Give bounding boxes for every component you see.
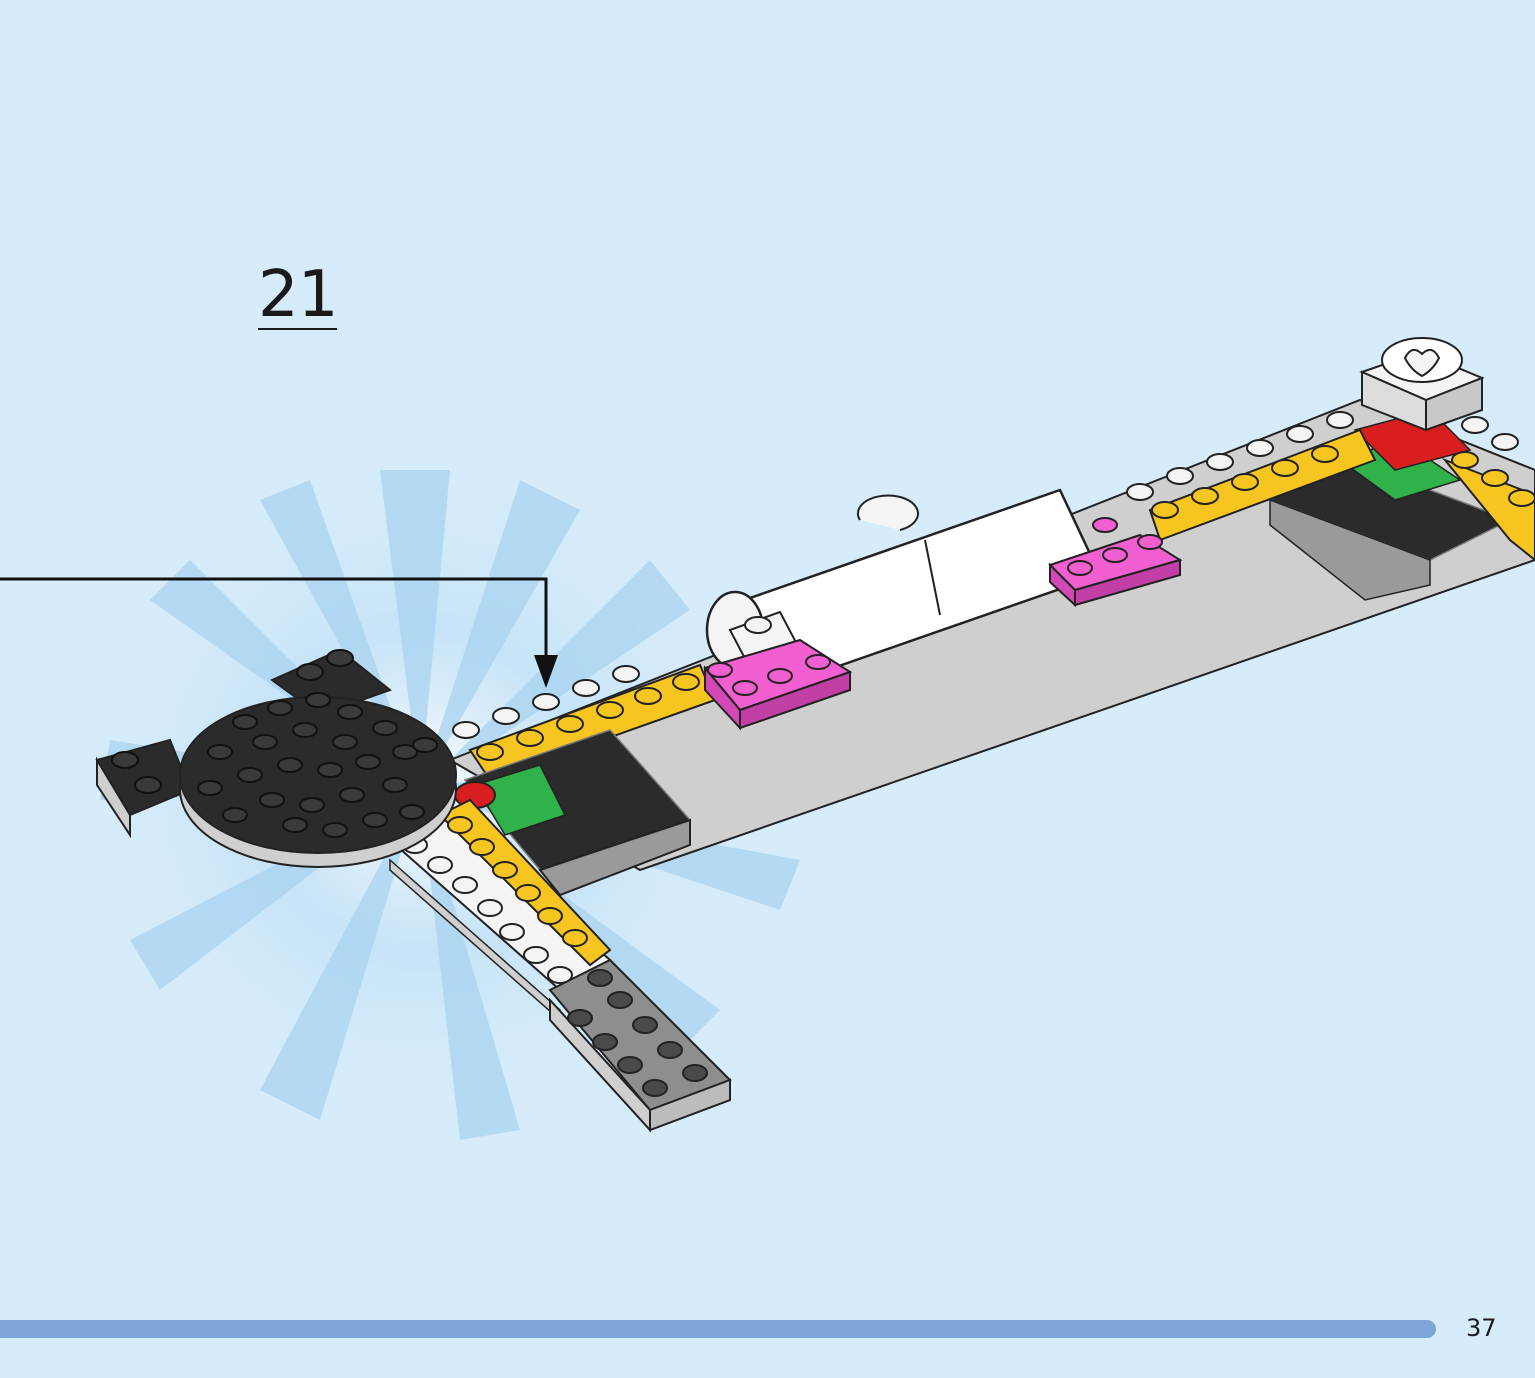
progress-bar (0, 1320, 1436, 1338)
white-cylinder (705, 488, 1102, 692)
pink-plate-right (1048, 517, 1183, 608)
placement-arrow-icon (0, 577, 558, 688)
page-number: 37 (1466, 1314, 1497, 1342)
stud-row-white-top (452, 411, 1519, 739)
pink-plate-left (703, 638, 853, 731)
stud-row-lower-gray (567, 969, 708, 1097)
step-number: 21 (258, 258, 338, 332)
black-round-plate (95, 648, 457, 868)
heart-tile-icon (1359, 337, 1485, 432)
stud-row-lower-yellow (447, 816, 588, 947)
corner-tiles-left (454, 729, 692, 897)
stud-row-yellow-top (476, 445, 1535, 761)
build-illustration (0, 337, 1535, 1150)
